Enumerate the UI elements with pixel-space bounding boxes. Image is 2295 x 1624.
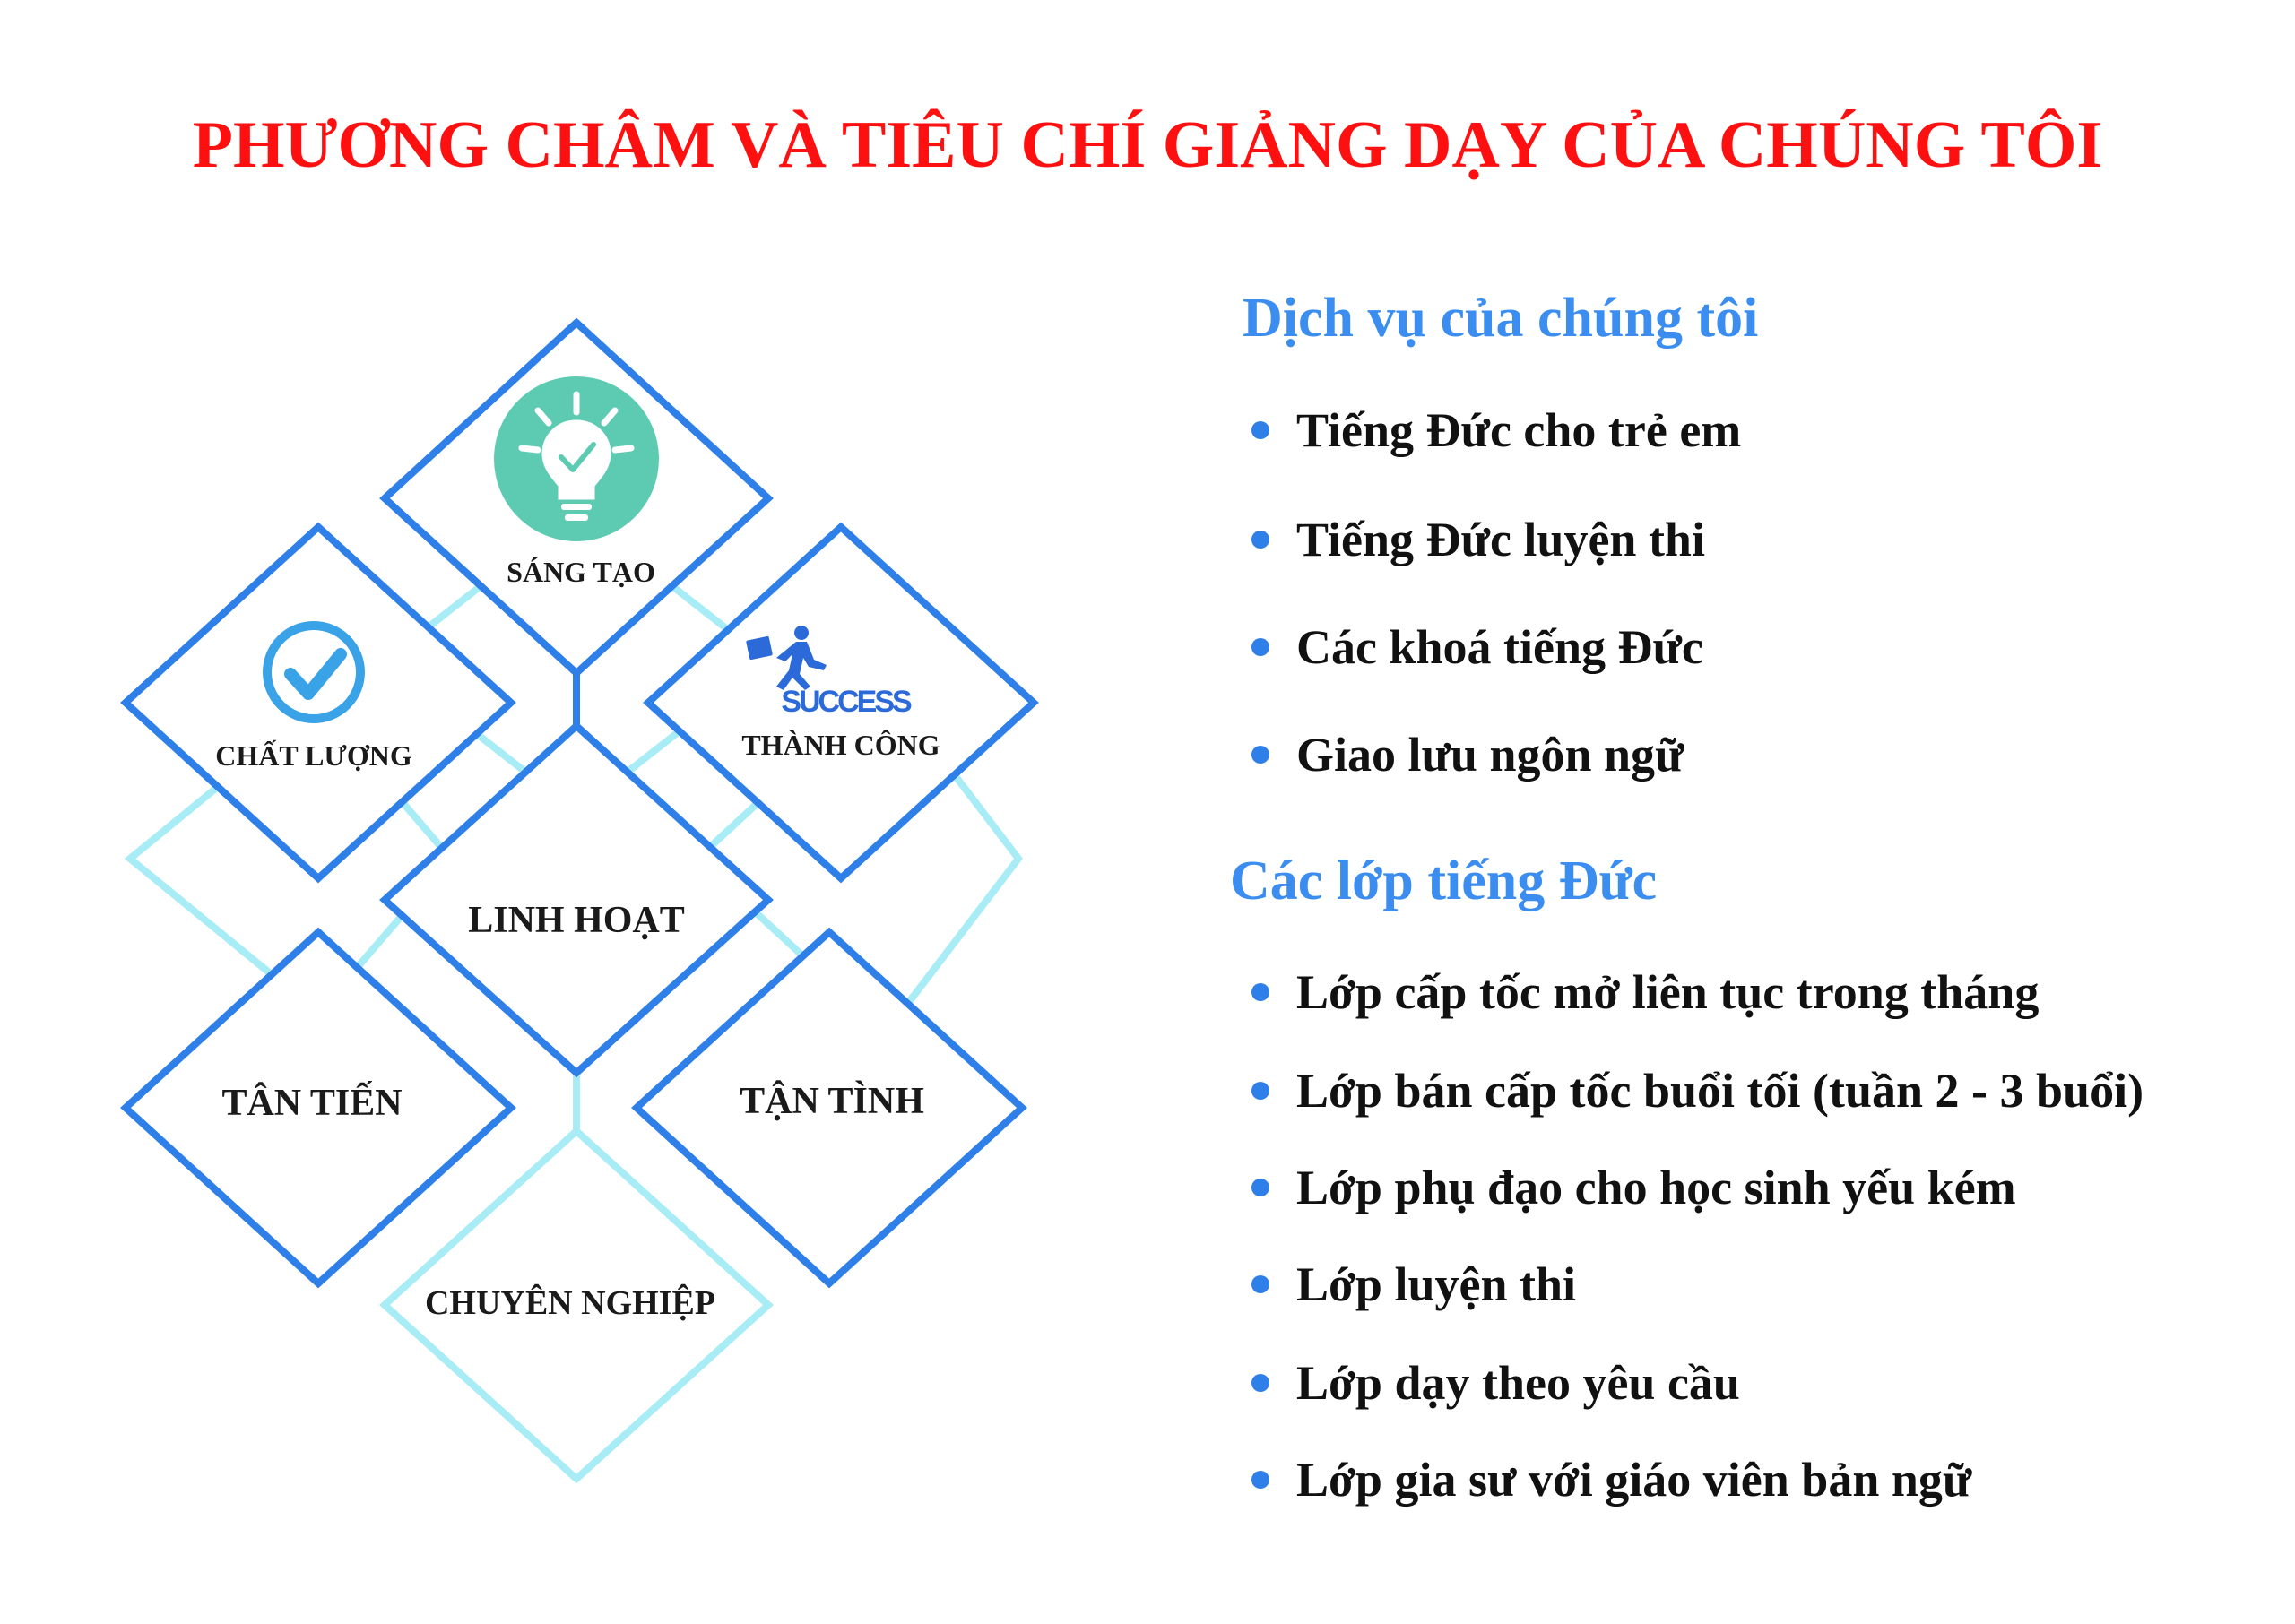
diamond-linh-hoat: [379, 721, 774, 1078]
list-item: Tiếng Đức cho trẻ em: [1251, 402, 1741, 460]
bullet-icon: [1251, 637, 1269, 656]
diamond-chuyen-nghiep: [379, 1126, 774, 1484]
lightbulb-icon: [494, 376, 659, 541]
list-item: Lớp bán cấp tốc buổi tối (tuần 2 - 3 buổ…: [1251, 1062, 2143, 1120]
checkmark-icon: [263, 621, 365, 723]
bullet-icon: [1251, 530, 1269, 549]
diamond-thanh-cong: [643, 522, 1039, 884]
node-label-chuyen-nghiep: CHUYÊN NGHIỆP: [425, 1284, 715, 1322]
node-label-tan-tinh: TẬN TÌNH: [740, 1080, 924, 1122]
bullet-icon: [1251, 1274, 1269, 1293]
list-item: Các khoá tiếng Đức: [1251, 618, 1703, 677]
classes-heading: Các lớp tiếng Đức: [1230, 851, 1658, 911]
bullet-icon: [1251, 420, 1269, 439]
node-label-linh-hoat: LINH HOẠT: [468, 900, 685, 941]
list-item: Lớp gia sư với giáo viên bản ngữ: [1251, 1451, 1971, 1509]
list-item: Lớp luyện thi: [1251, 1256, 1576, 1314]
bullet-icon: [1251, 1081, 1269, 1100]
page-title: PHƯƠNG CHÂM VÀ TIÊU CHÍ GIẢNG DẠY CỦA CH…: [192, 108, 2103, 182]
bullet-icon: [1251, 745, 1269, 764]
bullet-icon: [1251, 982, 1269, 1001]
teaching-principles-diagram: SUCCESS SÁNG TẠO CHẤT LƯỢNG THÀNH CÔNG L…: [120, 317, 1039, 1484]
list-item: Lớp cấp tốc mở liên tục trong tháng: [1251, 963, 2039, 1022]
list-item: Lớp dạy theo yêu cầu: [1251, 1354, 1740, 1412]
bullet-icon: [1251, 1470, 1269, 1489]
list-item: Giao lưu ngôn ngữ: [1251, 726, 1684, 784]
bullet-icon: [1251, 1178, 1269, 1196]
list-item: Lớp phụ đạo cho học sinh yếu kém: [1251, 1159, 2016, 1217]
node-label-sang-tao: SÁNG TẠO: [507, 556, 655, 588]
node-label-chat-luong: CHẤT LƯỢNG: [215, 739, 412, 772]
success-icon: SUCCESS: [746, 626, 914, 719]
node-label-tan-tien: TÂN TIẾN: [221, 1081, 402, 1124]
success-icon-text: SUCCESS: [781, 685, 912, 719]
diamond-tan-tien: [120, 927, 516, 1289]
diamond-tan-tinh: [631, 927, 1027, 1289]
list-item: Tiếng Đức luyện thi: [1251, 511, 1705, 569]
services-heading: Dịch vụ của chúng tôi: [1243, 288, 1759, 349]
node-label-thanh-cong: THÀNH CÔNG: [741, 729, 940, 761]
bullet-icon: [1251, 1373, 1269, 1392]
